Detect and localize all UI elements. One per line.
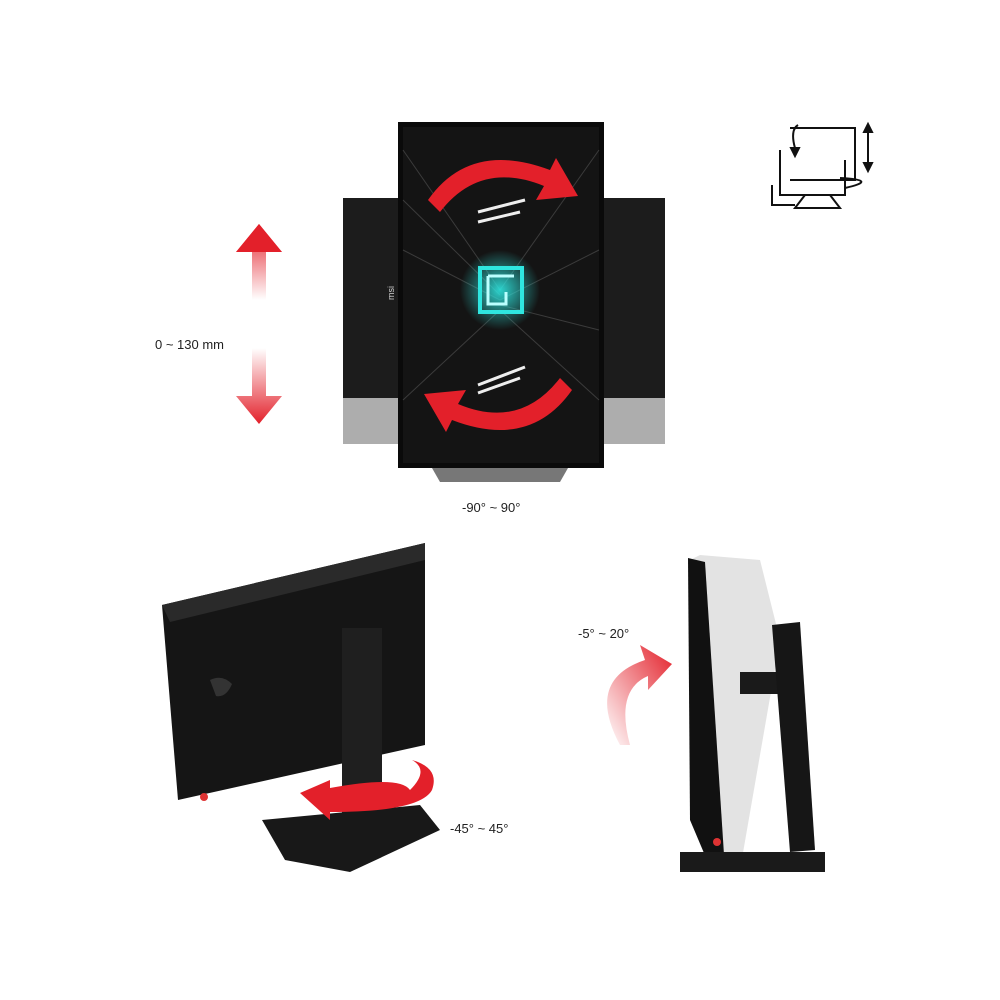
pivot-arrow-bottom-icon [424, 378, 572, 432]
tilt-range-label: -5° ~ 20° [578, 626, 630, 641]
screen-glow [460, 250, 540, 330]
pivot-arrow-top-icon [428, 158, 578, 212]
msi-dragon-logo [210, 677, 232, 697]
pivot-range-label: -90° ~ 90° [462, 500, 521, 515]
msi-logo: msi [386, 286, 396, 300]
power-led [200, 793, 208, 801]
stand-base [432, 468, 568, 482]
swivel-range-label: -45° ~ 45° [450, 821, 509, 836]
ergonomic-adjust-icon [771, 121, 874, 209]
stand-neck [772, 622, 815, 852]
gaming-logo-icon [478, 266, 524, 314]
height-range-label: 0 ~ 130 mm [155, 337, 225, 352]
stand-base [262, 805, 440, 872]
stand-base [680, 852, 825, 872]
swivel-arrow-icon [300, 760, 434, 820]
tilt-arrow-icon [607, 645, 672, 745]
tilt-monitor [680, 555, 825, 872]
height-arrow-down-icon [236, 348, 282, 424]
height-arrow-up-icon [236, 224, 282, 300]
swivel-monitor [162, 543, 440, 872]
